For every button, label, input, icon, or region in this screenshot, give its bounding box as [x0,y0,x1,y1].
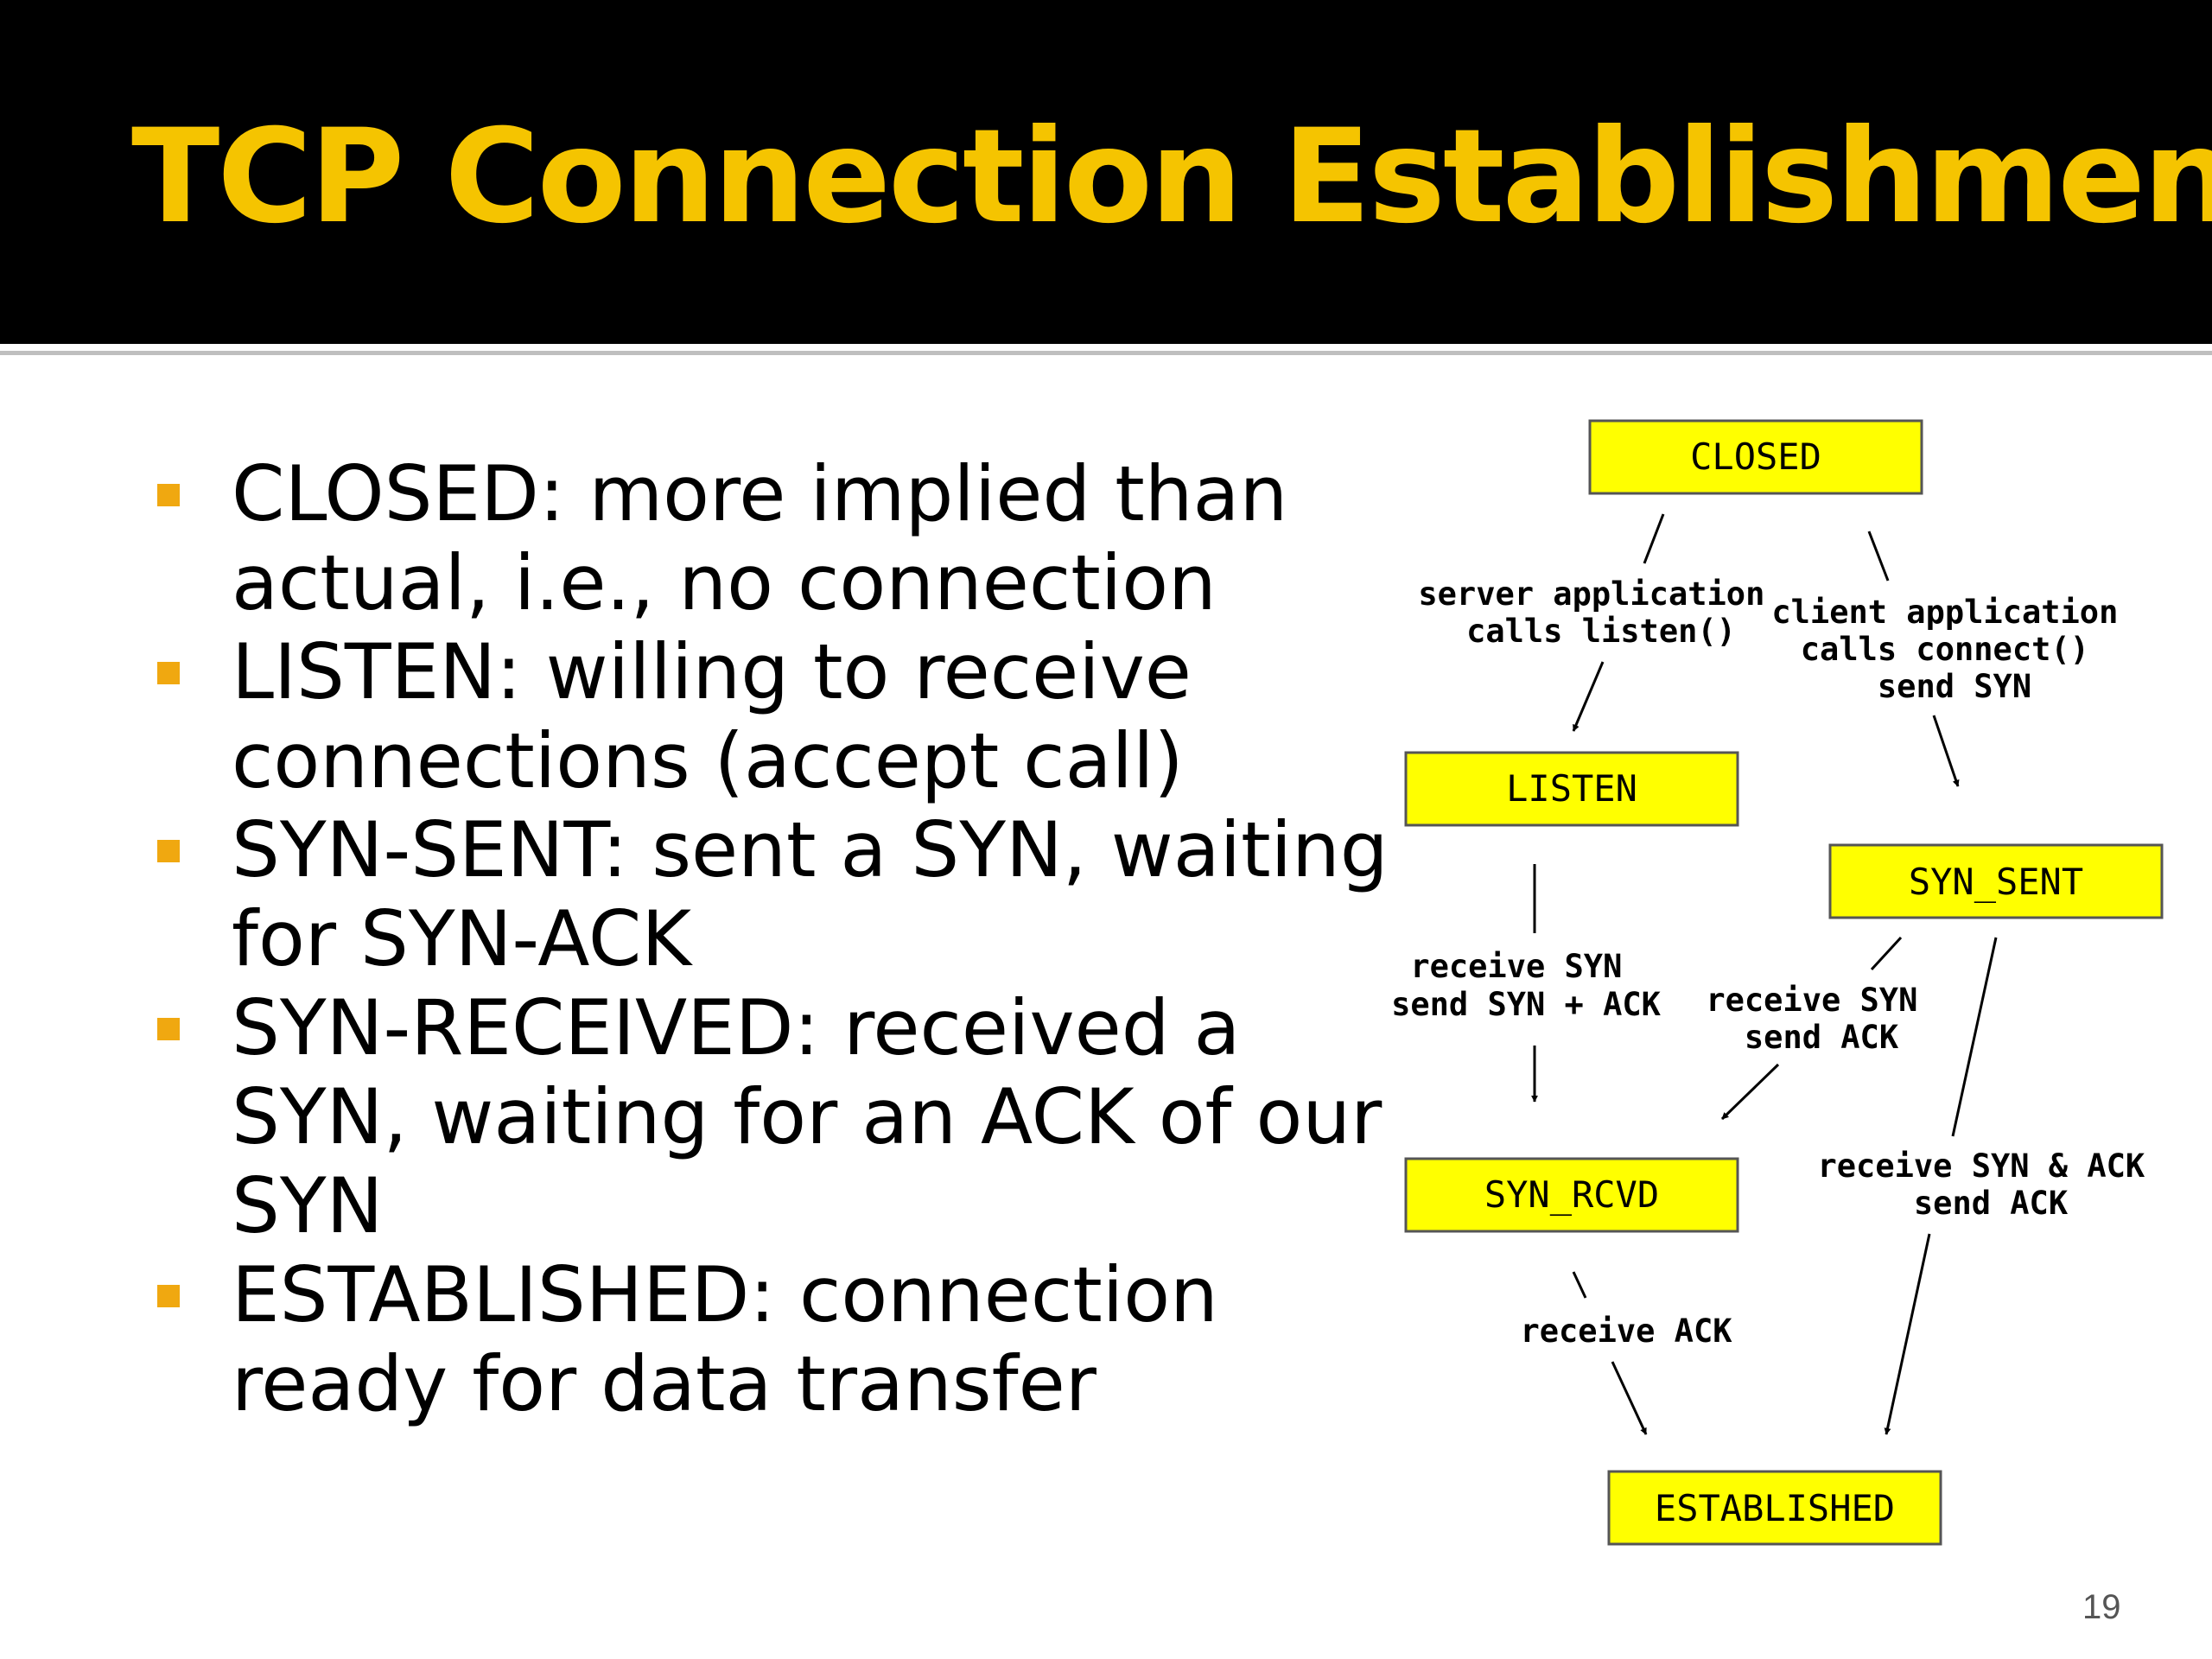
bullet-text: SYN-RECEIVED: received a SYN, waiting fo… [232,983,1382,1250]
state-closed: CLOSED [1588,419,1923,495]
closed-to-listen-arrow [1572,661,1605,732]
bullet-item-syn-sent: SYN-SENT: sent a SYN, waiting for SYN-AC… [157,805,1410,983]
bullet-list: CLOSED: more implied than actual, i.e., … [157,449,1410,1428]
state-syn-rcvd-label: SYN_RCVD [1484,1173,1659,1216]
bullet-item-syn-received: SYN-RECEIVED: received a SYN, waiting fo… [157,983,1410,1250]
square-bullet-icon [157,1285,180,1307]
title-bar [0,0,2212,344]
listen-to-syn-rcvd-label: receive SYN send SYN + ACK [1391,948,1662,1023]
closed-to-listen-line [1643,513,1665,564]
syn-sent-to-syn-rcvd-line [1870,936,1903,971]
title-divider [0,351,2212,355]
state-listen-label: LISTEN [1506,767,1637,810]
closed-to-syn-sent-arrow [1932,715,1960,787]
syn-rcvd-to-established-arrow [1611,1361,1648,1435]
bullet-text: SYN-SENT: sent a SYN, waiting for SYN-AC… [232,805,1389,983]
bullet-text: CLOSED: more implied than actual, i.e., … [232,449,1288,627]
state-syn-sent: SYN_SENT [1828,843,2164,919]
square-bullet-icon [157,1018,180,1040]
slide-title: TCP Connection Establishment [131,102,2212,252]
syn-sent-to-syn-rcvd-label: receive SYN send ACK [1706,982,1936,1056]
bullet-item-established: ESTABLISHED: connection ready for data t… [157,1250,1410,1428]
square-bullet-icon [157,840,180,862]
syn-sent-to-established-arrow [1884,1233,1931,1435]
state-syn-rcvd: SYN_RCVD [1404,1157,1739,1233]
bullet-item-closed: CLOSED: more implied than actual, i.e., … [157,449,1410,627]
syn-rcvd-to-established-line [1572,1271,1587,1299]
state-listen: LISTEN [1404,751,1739,827]
page-number: 19 [2082,1588,2121,1626]
state-established: ESTABLISHED [1607,1470,1942,1546]
state-established-label: ESTABLISHED [1655,1487,1895,1529]
syn-rcvd-to-established-label: receive ACK [1520,1313,1732,1350]
square-bullet-icon [157,662,180,684]
bullet-item-listen: LISTEN: willing to receive connections (… [157,627,1410,805]
state-syn-sent-label: SYN_SENT [1909,861,2083,903]
syn-sent-to-established-line [1951,937,1998,1137]
closed-to-listen-label: server application calls listen() [1418,575,1783,650]
syn-sent-to-syn-rcvd-arrow [1720,1063,1780,1121]
closed-to-syn-sent-label: client application calls connect() send … [1771,594,2137,705]
bullet-text: LISTEN: willing to receive connections (… [232,627,1192,805]
closed-to-syn-sent-line [1867,531,1890,582]
bullet-text: ESTABLISHED: connection ready for data t… [232,1250,1218,1428]
state-closed-label: CLOSED [1690,435,1821,478]
square-bullet-icon [157,484,180,506]
syn-sent-to-established-label: receive SYN & ACK send ACK [1818,1147,2164,1222]
